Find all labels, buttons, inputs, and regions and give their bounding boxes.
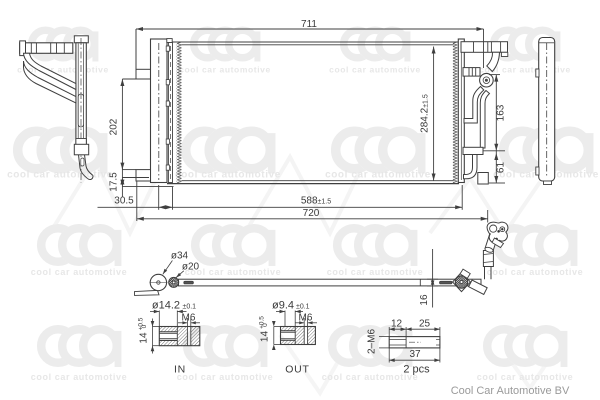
svg-text:±0.1: ±0.1 — [296, 304, 310, 311]
svg-text:cool car automotive: cool car automotive — [322, 372, 418, 382]
svg-text:M6: M6 — [299, 312, 313, 323]
svg-text:588±1.5: 588±1.5 — [301, 195, 331, 206]
svg-text:720: 720 — [303, 208, 320, 219]
svg-text:IN: IN — [174, 363, 186, 375]
svg-text:cool car automotive: cool car automotive — [477, 372, 573, 382]
svg-text:cool car automotive: cool car automotive — [17, 65, 109, 75]
svg-text:ø9.4: ø9.4 — [272, 300, 294, 312]
svg-text:cool car automotive: cool car automotive — [327, 267, 423, 277]
svg-text:ø14.2: ø14.2 — [152, 300, 180, 312]
svg-text:30.5: 30.5 — [114, 195, 134, 206]
svg-text:16: 16 — [419, 294, 430, 306]
svg-text:12: 12 — [391, 318, 403, 329]
svg-text:cool car automotive: cool car automotive — [177, 372, 273, 382]
svg-text:37: 37 — [409, 349, 421, 360]
svg-text:ø20: ø20 — [182, 261, 200, 272]
svg-text:cool car automotive: cool car automotive — [325, 170, 431, 181]
svg-text:2–M6: 2–M6 — [367, 329, 378, 354]
svg-text:cool car automotive: cool car automotive — [31, 372, 127, 382]
svg-text:284.2±1.5: 284.2±1.5 — [420, 94, 431, 133]
svg-text:±0.1: ±0.1 — [183, 304, 197, 311]
svg-text:ø34: ø34 — [171, 250, 189, 261]
svg-text:cool car automotive: cool car automotive — [175, 170, 281, 181]
svg-text:M6: M6 — [182, 312, 196, 323]
svg-text:Cool Car Automotive BV: Cool Car Automotive BV — [451, 385, 570, 397]
svg-text:cool car automotive: cool car automotive — [7, 170, 113, 181]
svg-text:0: 0 — [141, 324, 148, 328]
svg-text:711: 711 — [301, 19, 317, 30]
svg-text:14: 14 — [139, 332, 150, 344]
svg-text:17.5: 17.5 — [109, 172, 120, 192]
svg-text:OUT: OUT — [285, 363, 310, 375]
svg-text:25: 25 — [419, 318, 431, 329]
svg-text:cool car automotive: cool car automotive — [31, 267, 127, 277]
svg-text:14: 14 — [260, 331, 271, 343]
svg-text:0: 0 — [262, 323, 269, 327]
svg-text:cool car automotive: cool car automotive — [179, 65, 271, 75]
svg-text:163: 163 — [495, 104, 506, 121]
svg-text:+0.5: +0.5 — [259, 316, 266, 329]
svg-text:cool car automotive: cool car automotive — [479, 65, 571, 75]
svg-text:202: 202 — [108, 118, 119, 135]
svg-text:cool car automotive: cool car automotive — [487, 267, 583, 277]
svg-text:61: 61 — [495, 162, 506, 174]
svg-text:cool car automotive: cool car automotive — [185, 267, 281, 277]
svg-text:cool car automotive: cool car automotive — [329, 65, 421, 75]
svg-text:+0.5: +0.5 — [138, 317, 145, 330]
svg-text:2 pcs: 2 pcs — [403, 364, 430, 376]
